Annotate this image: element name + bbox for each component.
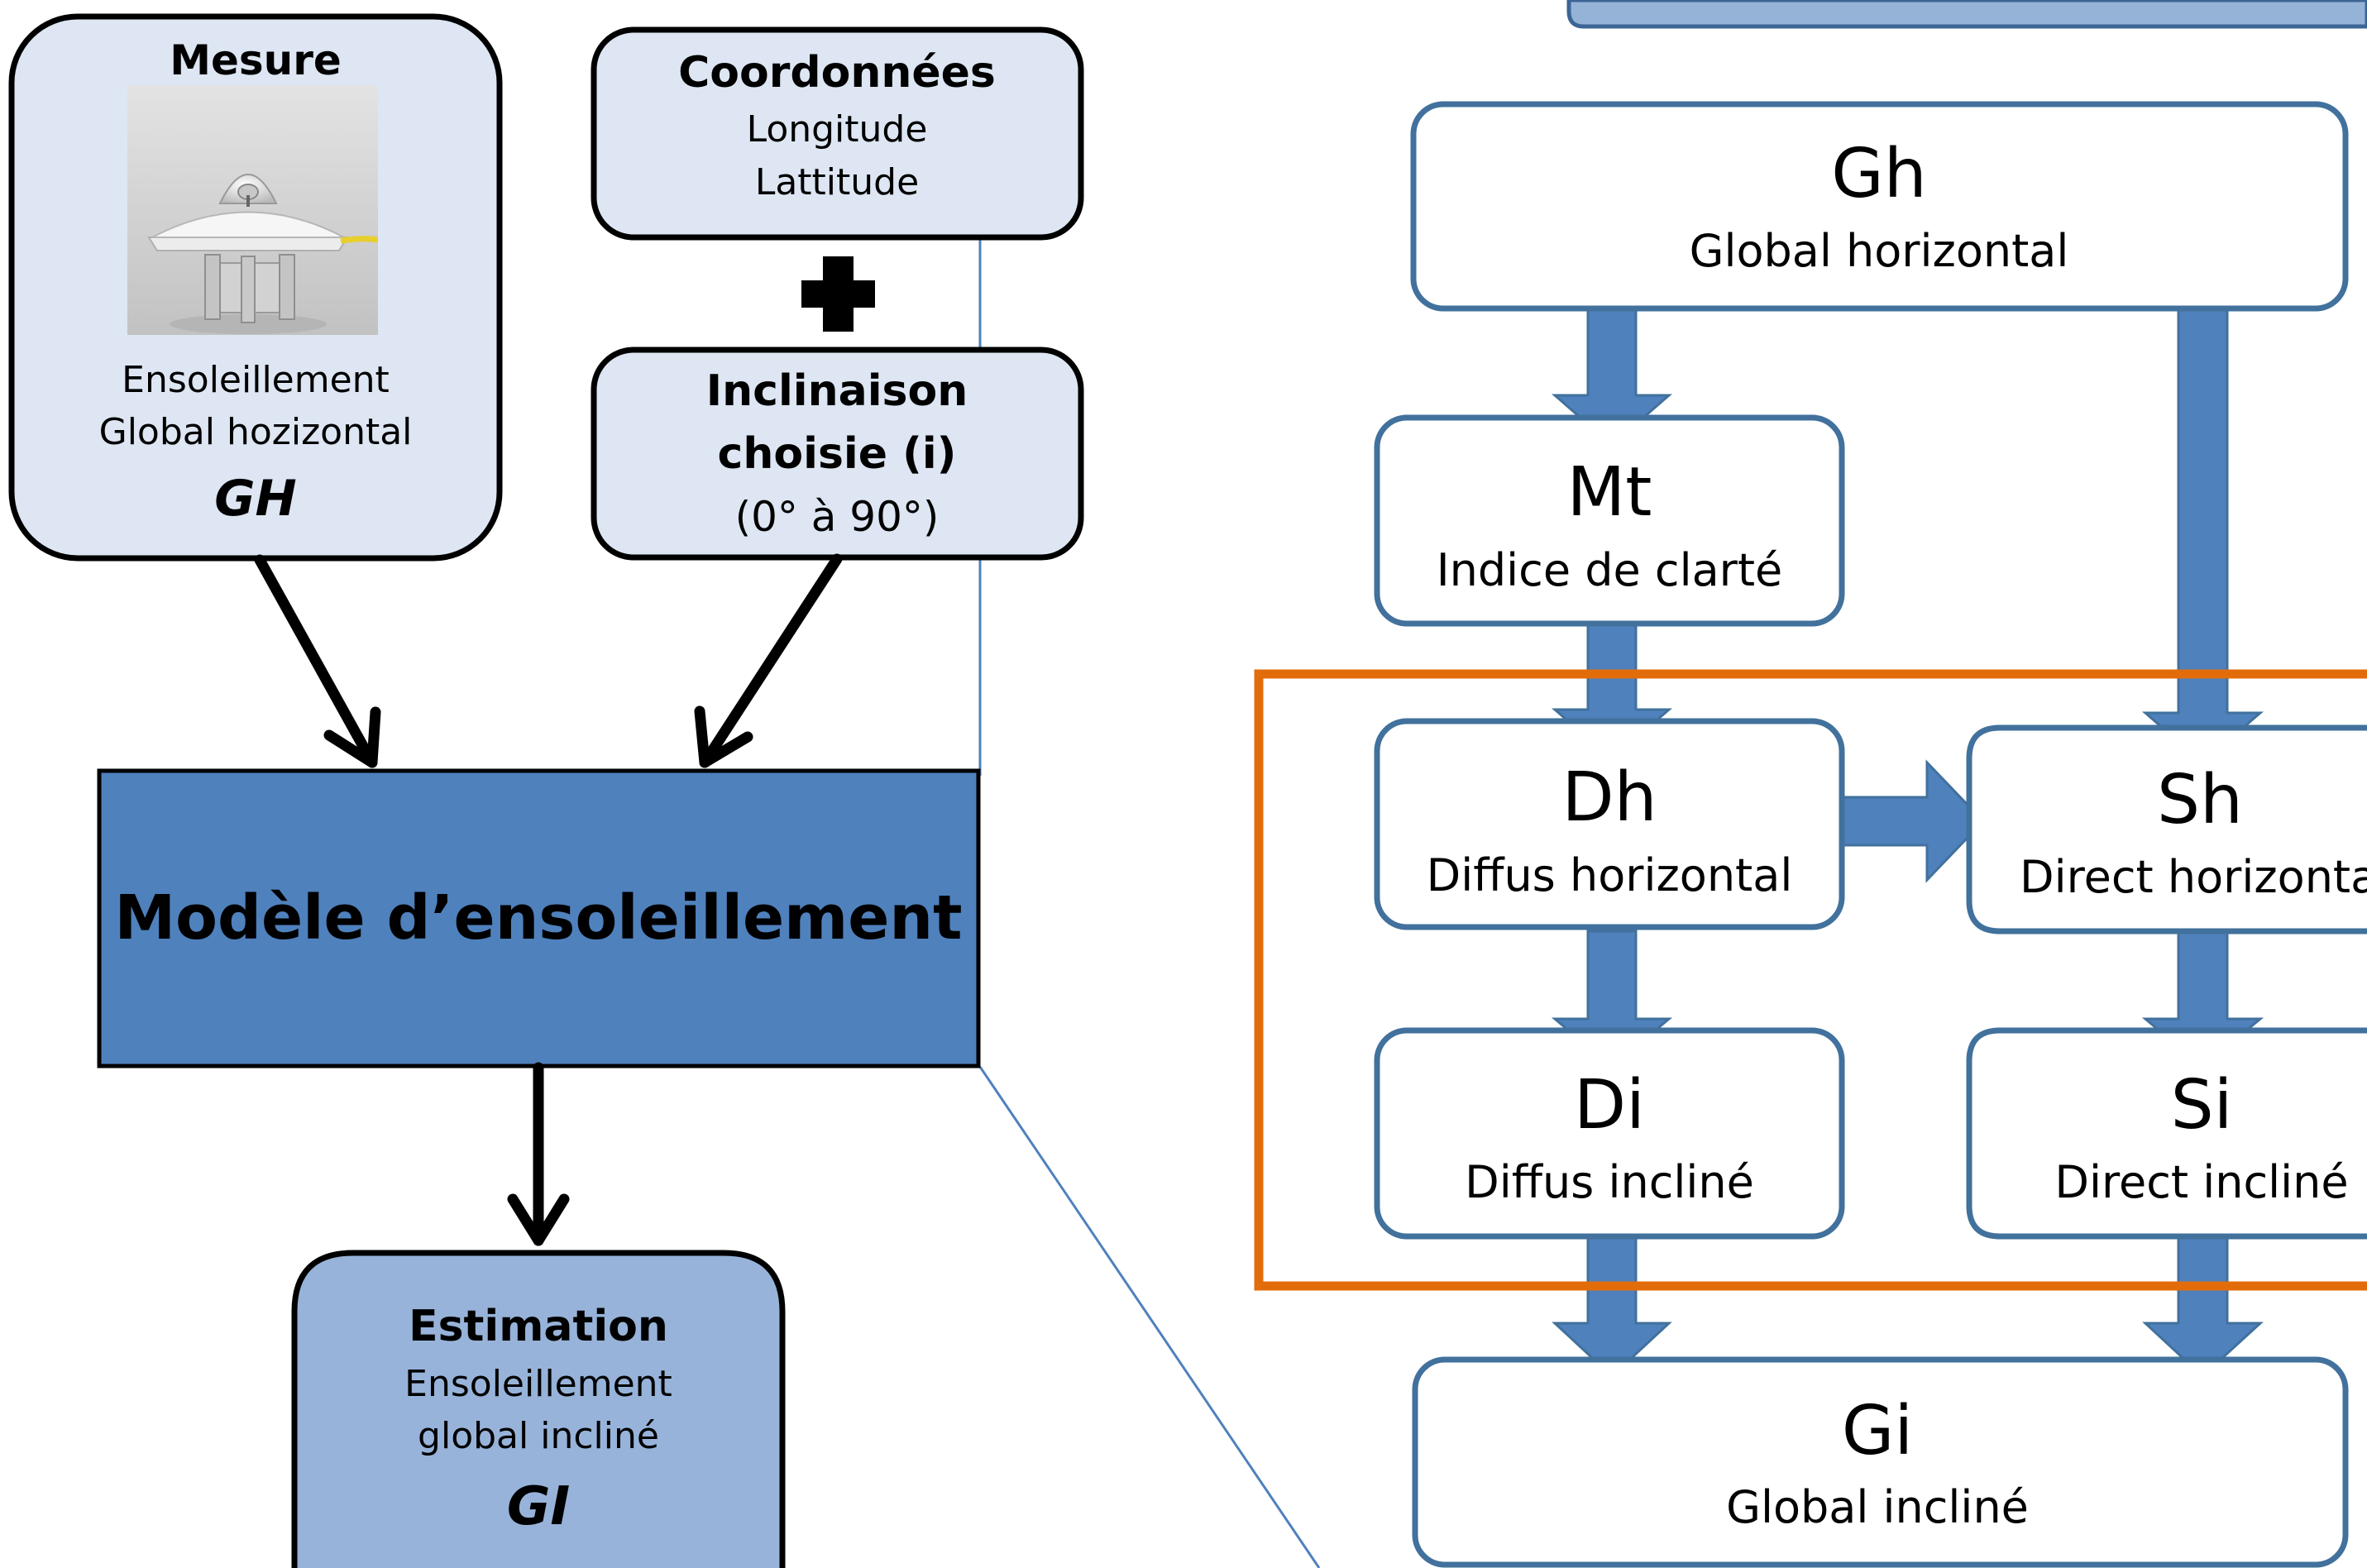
- mesure-box: Mesure Ensoleillement Global hozizontal …: [8, 13, 503, 562]
- si-label: Direct incliné: [2054, 1156, 2348, 1208]
- plus-icon: [801, 256, 875, 332]
- estimation-symbol: GI: [507, 1476, 570, 1537]
- coordonnees-line1: Longitude: [747, 108, 928, 151]
- estimation-box: Estimation Ensoleillement global incliné…: [291, 1250, 786, 1568]
- arrow-inclinaison-to-model: [694, 553, 843, 768]
- inclinaison-title2: choisie (i): [718, 429, 957, 479]
- model-label: Modèle d’ensoleillement: [115, 882, 963, 954]
- mesure-line1: Ensoleillement: [122, 359, 390, 401]
- arrow-di-to-gi: [1552, 1236, 1672, 1379]
- di-box: Di Diffus incliné: [1374, 1027, 1845, 1240]
- inclinaison-box: Inclinaison choisie (i) (0° à 90°): [591, 347, 1084, 561]
- arrow-si-to-gi: [2142, 1236, 2264, 1379]
- inclinaison-title1: Inclinaison: [706, 366, 968, 416]
- gi-label: Global incliné: [1726, 1481, 2029, 1533]
- sh-box: Sh Direct horizontal: [1966, 724, 2367, 935]
- coordonnees-box: Coordonnées Longitude Lattitude: [591, 26, 1084, 241]
- arrow-dh-to-sh: [1839, 759, 1986, 883]
- pyranometer-image: [127, 85, 378, 335]
- di-symbol: Di: [1574, 1066, 1645, 1145]
- dh-label: Diffus horizontal: [1427, 849, 1793, 901]
- gh-box: Gh Global horizontal: [1410, 101, 2349, 312]
- model-box: Modèle d’ensoleillement: [97, 768, 981, 1068]
- coordonnees-line2: Lattitude: [755, 161, 919, 203]
- coordonnees-title: Coordonnées: [678, 48, 996, 98]
- arrow-model-to-estimation: [507, 1062, 570, 1246]
- top-banner: [1566, 0, 2367, 29]
- sh-label: Direct horizontal: [2020, 851, 2367, 903]
- highlight-frame: [1254, 669, 2367, 1291]
- estimation-title: Estimation: [409, 1302, 668, 1351]
- si-box: Si Direct incliné: [1966, 1027, 2367, 1240]
- estimation-line1: Ensoleillement: [404, 1363, 672, 1405]
- mesure-symbol: GH: [214, 470, 296, 528]
- arrow-mesure-to-model: [254, 554, 381, 768]
- gh-symbol: Gh: [1831, 135, 1927, 213]
- si-symbol: Si: [2171, 1066, 2233, 1145]
- dh-symbol: Dh: [1561, 758, 1657, 837]
- mt-symbol: Mt: [1567, 453, 1652, 532]
- estimation-line2: global incliné: [418, 1415, 659, 1457]
- zoom-line-bottom: [978, 1066, 1321, 1568]
- gi-symbol: Gi: [1842, 1392, 1913, 1470]
- gh-label: Global horizontal: [1690, 225, 2069, 277]
- mesure-line2: Global hozizontal: [99, 411, 413, 453]
- mesure-title: Mesure: [170, 36, 342, 84]
- sh-symbol: Sh: [2157, 761, 2243, 839]
- dh-box: Dh Diffus horizontal: [1374, 718, 1845, 930]
- inclinaison-range: (0° à 90°): [735, 493, 940, 541]
- gi-box: Gi Global incliné: [1412, 1356, 2349, 1568]
- di-label: Diffus incliné: [1465, 1156, 1754, 1208]
- arrow-gh-to-sh: [2141, 304, 2264, 764]
- mt-box: Mt Indice de clarté: [1374, 414, 1845, 627]
- mt-label: Indice de clarté: [1437, 544, 1783, 596]
